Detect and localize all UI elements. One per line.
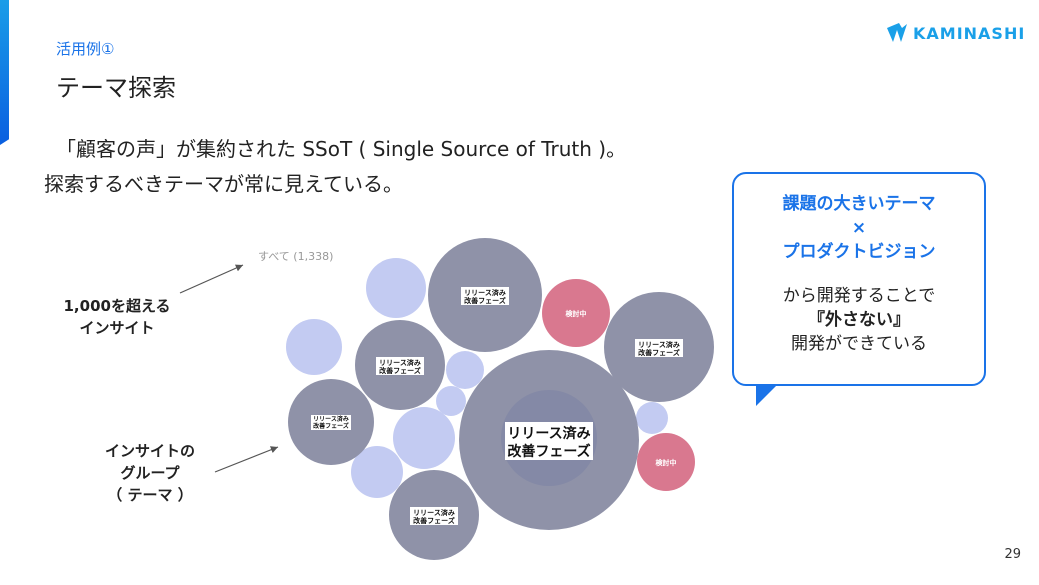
bubble-labels: リリース済み 改善フェーズ リリース済み 改善フェーズ リリース済み 改善フェー…: [311, 287, 683, 525]
annotation-line: インサイト: [79, 319, 155, 337]
bubble-label: 改善フェーズ: [507, 443, 590, 460]
bubble-label: リリース済み: [313, 415, 349, 423]
bubble-label: リリース済み: [464, 288, 506, 297]
callout-tail: [756, 384, 778, 406]
callout-line: 『外さない』: [808, 310, 910, 330]
bubble-label: リリース済み: [413, 508, 455, 517]
bubble-reviewing[interactable]: [542, 279, 610, 347]
annotation-line: （ テーマ ）: [107, 486, 193, 504]
arrow-group: [214, 446, 279, 473]
accent-bar: [0, 0, 9, 145]
bubble-label-reviewing: 検討中: [566, 309, 587, 318]
bubble[interactable]: [366, 258, 426, 318]
callout-line: から開発することで: [782, 286, 936, 306]
bubble[interactable]: [393, 407, 455, 469]
bubble-label: 改善フェーズ: [638, 348, 680, 357]
bubble[interactable]: [351, 446, 403, 498]
logo-icon: [887, 23, 907, 42]
callout-line: プロダクトビジョン: [782, 242, 936, 262]
bubble[interactable]: [436, 386, 466, 416]
logo-text: KAMINASHI: [913, 23, 1026, 43]
insights-annotation: 1,000を超える インサイト: [62, 295, 172, 339]
annotation-line: グループ: [120, 464, 180, 482]
bubble-label: リリース済み: [507, 425, 590, 442]
bubble-reviewing[interactable]: [637, 433, 695, 491]
all-count-label: すべて (1,338): [258, 250, 333, 263]
arrow-insights: [179, 264, 244, 294]
callout-line: 開発ができている: [791, 334, 927, 354]
bubble-label: 改善フェーズ: [313, 422, 349, 430]
bubble[interactable]: [636, 402, 668, 434]
callout-line: ×: [851, 218, 867, 238]
logo: KAMINASHI: [885, 22, 1025, 44]
annotation-line: 1,000を超える: [63, 297, 171, 315]
body-line-2: 探索するべきテーマが常に見えている。: [44, 172, 403, 196]
bubble-label: リリース済み: [638, 340, 680, 349]
bubble[interactable]: [446, 351, 484, 389]
callout-line: 課題の大きいテーマ: [782, 194, 936, 214]
callout-box: 課題の大きいテーマ × プロダクトビジョン から開発することで 『外さない』 開…: [732, 172, 986, 386]
light-bubbles: [286, 258, 668, 498]
group-annotation: インサイトの グループ （ テーマ ）: [95, 440, 205, 506]
bubble-label: 改善フェーズ: [413, 516, 455, 525]
bubble-label-reviewing: 検討中: [656, 458, 677, 467]
annotation-line: インサイトの: [104, 442, 195, 460]
section-subtitle: 活用例①: [56, 40, 115, 58]
page-title: テーマ探索: [56, 74, 176, 102]
bubble-label: 改善フェーズ: [464, 296, 506, 305]
page-number: 29: [1004, 547, 1021, 562]
bubble[interactable]: [286, 319, 342, 375]
bubble-label: 改善フェーズ: [379, 366, 421, 375]
bubble-label: リリース済み: [379, 358, 421, 367]
body-line-1: 「顧客の声」が集約された SSoT ( Single Source of Tru…: [56, 137, 627, 161]
